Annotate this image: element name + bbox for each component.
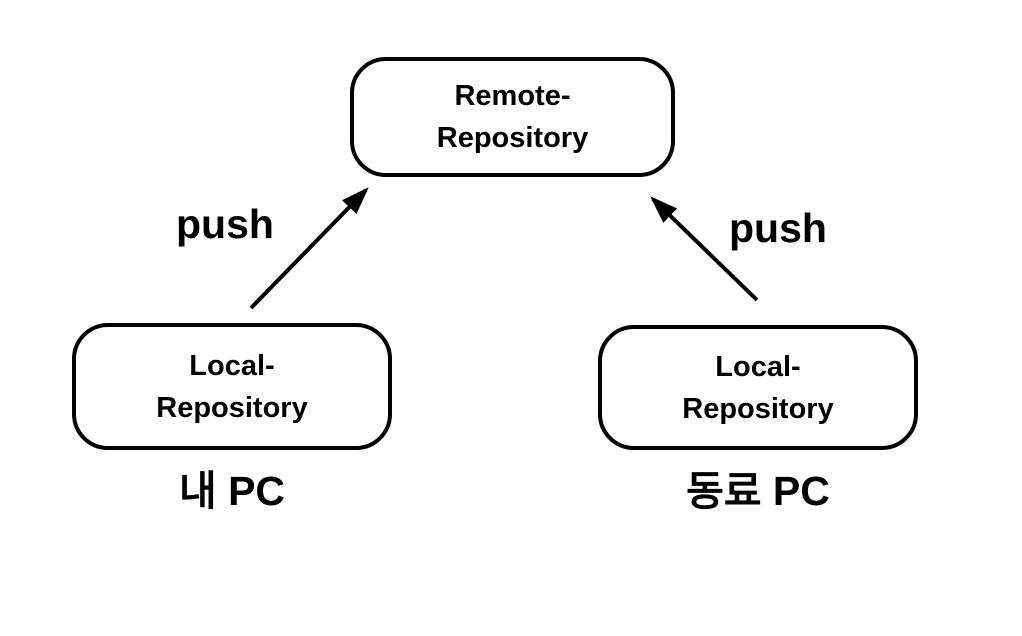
node-remote-label-line2: Repository bbox=[436, 122, 589, 154]
node-local-repository-right: Local- Repository bbox=[598, 325, 918, 450]
node-local-left-label-line2: Repository bbox=[156, 391, 308, 424]
caption-my-pc: 내 PC bbox=[178, 468, 286, 514]
node-local-right-label-line1: Local- bbox=[715, 350, 801, 383]
push-label-left: push bbox=[176, 201, 274, 247]
node-local-left-label-line1: Local- bbox=[189, 349, 275, 382]
node-local-right-label-line2: Repository bbox=[682, 392, 834, 425]
node-local-repository-left: Local- Repository bbox=[72, 323, 392, 450]
node-remote-repository: Remote- Repository bbox=[350, 57, 675, 177]
caption-colleague-pc: 동료 PC bbox=[686, 468, 830, 514]
node-remote-label-line1: Remote- bbox=[454, 80, 571, 112]
push-label-right: push bbox=[729, 205, 827, 251]
